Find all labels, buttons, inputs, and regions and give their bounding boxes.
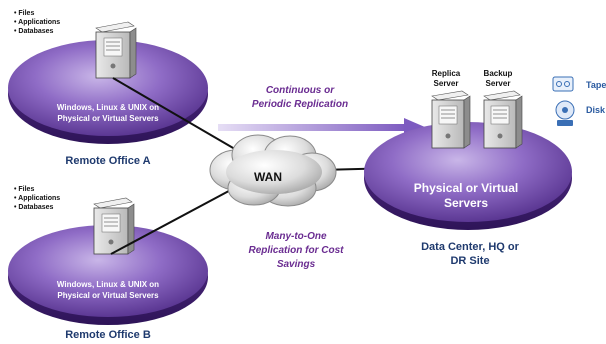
site-label: DR Site (450, 255, 489, 267)
many-to-one-text: Many-to-One (265, 231, 327, 242)
bullet-item: • Databases (14, 28, 54, 35)
platform-text: Physical or Virtual Servers (57, 114, 159, 123)
remote-office-b: • Files • Applications • Databases Windo… (8, 186, 208, 341)
replication-text: Periodic Replication (252, 99, 348, 110)
server-label: Server (434, 79, 459, 88)
server-label: Backup (484, 69, 513, 78)
office-a-disc (8, 40, 208, 136)
platform-text: Windows, Linux & UNIX on (57, 103, 159, 112)
tape-icon (552, 76, 574, 92)
server-label: Replica (432, 69, 461, 78)
bullet-item: • Files (14, 10, 34, 17)
office-label: Remote Office A (65, 155, 150, 167)
backup-server-icon (483, 90, 523, 149)
bullet-item: • Applications (14, 19, 60, 26)
wan-cloud: WAN (209, 134, 337, 207)
platform-text: Windows, Linux & UNIX on (57, 280, 159, 289)
data-center: Replica Server Backup Server Physical or… (364, 69, 572, 267)
bullet-item: • Databases (14, 204, 54, 211)
disc-title: Physical or Virtual (414, 181, 519, 195)
site-label: Data Center, HQ or (421, 241, 520, 253)
disk-label: Disk (586, 105, 606, 115)
bullet-item: • Applications (14, 195, 60, 202)
tape-label: Tape (586, 80, 606, 90)
disk-storage: Disk (555, 100, 606, 126)
tape-storage: Tape (552, 76, 606, 92)
server-label: Server (486, 79, 511, 88)
server-icon (95, 21, 137, 79)
replication-text: Continuous or (266, 85, 335, 96)
replication-arrow (218, 118, 426, 137)
link-line (112, 77, 241, 153)
link-line (110, 184, 241, 255)
replica-server-icon (431, 90, 471, 149)
platform-text: Physical or Virtual Servers (57, 291, 159, 300)
disc-title: Servers (444, 196, 488, 210)
many-to-one-text: Replication for Cost (248, 245, 344, 256)
office-b-disc (8, 225, 208, 317)
wan-label: WAN (254, 170, 282, 184)
data-center-disc (364, 122, 572, 222)
office-label: Remote Office B (65, 329, 151, 341)
many-to-one-text: Savings (277, 259, 316, 270)
remote-office-a: • Files • Applications • Databases Windo… (8, 10, 208, 167)
bullet-item: • Files (14, 186, 34, 193)
